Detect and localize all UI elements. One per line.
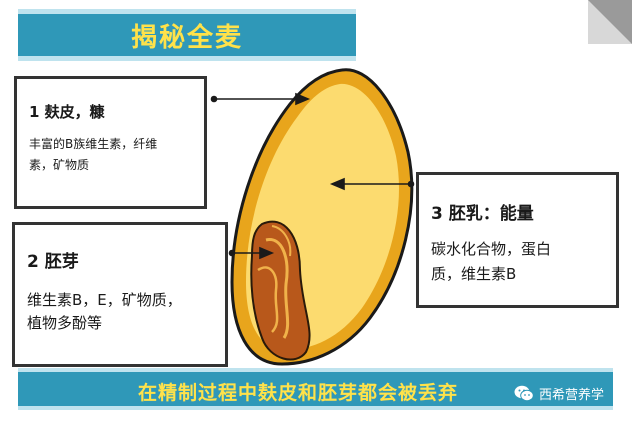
callout-endosperm-line: 质，维生素B: [431, 265, 517, 283]
arrow-to-endosperm: [329, 177, 415, 191]
callout-germ-heading: 2 胚芽: [27, 252, 79, 272]
callout-bran-line: 丰富的B族维生素，纤维: [29, 137, 158, 151]
callout-germ-line: 维生素B，E，矿物质，: [27, 291, 182, 309]
callout-germ-line: 植物多酚等: [27, 314, 103, 332]
footer-text: 在精制过程中麸皮和胚芽都会被丢弃: [138, 382, 459, 404]
callout-germ: 2 胚芽 维生素B，E，矿物质， 植物多酚等: [12, 222, 228, 367]
callout-bran-description: 丰富的B族维生素，纤维 素，矿物质: [29, 134, 192, 176]
brand-name: 西希营养学: [539, 388, 605, 403]
callout-endosperm-description: 碳水化合物，蛋白 质，维生素B: [431, 237, 604, 287]
arrow-to-germ: [228, 246, 275, 260]
callout-endosperm: 3 胚乳：能量 碳水化合物，蛋白 质，维生素B: [416, 172, 619, 308]
wechat-icon: [514, 385, 534, 402]
callout-bran: 1 麸皮，糠 丰富的B族维生素，纤维 素，矿物质: [14, 76, 207, 209]
callout-bran-line: 素，矿物质: [29, 158, 90, 172]
callout-germ-description: 维生素B，E，矿物质， 植物多酚等: [27, 289, 213, 335]
callout-bran-heading: 1 麸皮，糠: [29, 103, 105, 121]
callout-endosperm-line: 碳水化合物，蛋白: [431, 240, 552, 258]
page-title: 揭秘全麦: [130, 22, 243, 53]
title-banner: 揭秘全麦: [18, 9, 356, 61]
page-fold-corner: [588, 0, 632, 44]
callout-endosperm-heading: 3 胚乳：能量: [431, 204, 534, 224]
brand-watermark: 西希营养学: [514, 384, 604, 403]
arrow-to-bran: [210, 92, 311, 106]
footer-banner: 在精制过程中麸皮和胚芽都会被丢弃: [18, 368, 613, 410]
